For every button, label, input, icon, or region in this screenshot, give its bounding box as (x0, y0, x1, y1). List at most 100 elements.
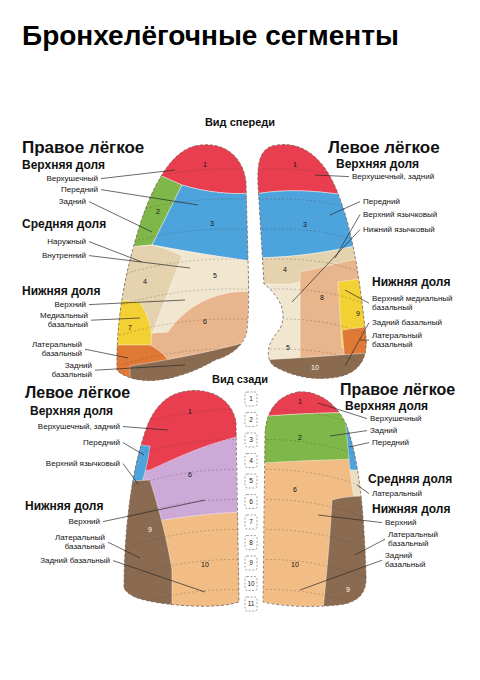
lung-art-shape (245, 556, 257, 570)
callout-number: 7 (249, 518, 253, 525)
leader-line (89, 300, 185, 305)
leader-line (103, 500, 205, 522)
segment-label: Латеральный базальный (20, 340, 82, 358)
leader-line (101, 170, 175, 179)
callout-number: 10 (201, 561, 209, 569)
segment-label: Задний базальный (40, 556, 110, 565)
lung-art-shape (110, 590, 250, 615)
segment-label: Латеральный (372, 489, 422, 498)
segment-label: Задний (59, 197, 86, 206)
segment-label: Верхушечный, задний (352, 172, 434, 181)
segment-label: Латеральный базальный (43, 533, 105, 551)
lung-art-shape (245, 474, 257, 488)
lung-outline (263, 392, 366, 607)
lung-art-shape (100, 319, 260, 342)
leader-line (355, 539, 385, 555)
leader-line (357, 485, 369, 494)
segment-label: Нижний язычковый (363, 225, 435, 234)
callout-number: 10 (311, 364, 319, 372)
section-heading: Средняя доля (368, 473, 452, 487)
leader-line (330, 431, 367, 436)
lung-art-shape (245, 515, 257, 529)
leader-line (113, 561, 205, 592)
segment-label: Медиальный базальный (26, 311, 88, 329)
leader-line (360, 340, 369, 341)
segment-label: Верхний язычковый (46, 459, 120, 468)
lung-art-shape (250, 229, 380, 252)
lung-art-shape (110, 380, 250, 476)
lung-art-shape (110, 500, 250, 525)
callout-number: 10 (247, 580, 254, 587)
callout-number: 9 (148, 526, 152, 534)
segment-label: Верхушечный, задний (38, 422, 120, 431)
right-lung-back (250, 380, 380, 620)
section-heading: Верхняя доля (30, 405, 113, 419)
section-heading: Нижняя доля (372, 276, 450, 290)
page-title: Бронхелёгочные сегменты (22, 20, 399, 52)
segment-label: Верхний язычковый (363, 210, 437, 219)
lung-art-shape (110, 410, 250, 615)
callout-number: 5 (249, 477, 253, 484)
segment-label: Задний базальный (44, 361, 92, 379)
section-heading: Нижняя доля (25, 500, 103, 514)
lung-outline (124, 390, 239, 606)
section-heading: Средняя доля (22, 218, 106, 232)
callout-number: 2 (298, 434, 302, 442)
leader-line (85, 349, 128, 358)
segment-label: Верхушечный (46, 174, 98, 183)
leader-line (123, 427, 168, 430)
lung-art-shape (245, 392, 257, 406)
lung-art-shape (250, 199, 380, 222)
lung-art-shape (110, 560, 250, 585)
callout-number: 11 (248, 600, 255, 607)
segment-label: Задний (370, 426, 397, 435)
leader-line (292, 230, 360, 302)
callout-number: 8 (249, 539, 253, 546)
lung-art-shape (245, 433, 257, 447)
segment-label: Верхний (55, 300, 87, 309)
section-heading: Верхняя доля (22, 159, 105, 173)
section-heading: Вид спереди (205, 116, 275, 129)
callout-number: 8 (320, 294, 324, 302)
lung-art-shape (245, 413, 257, 427)
leader-line (123, 464, 138, 484)
leader-line (315, 175, 349, 177)
lung-art-shape (245, 495, 257, 509)
lung-art-shape (250, 440, 380, 465)
callout-number: 6 (293, 486, 297, 494)
callout-number: 10 (291, 561, 299, 569)
lung-art-shape (250, 470, 380, 495)
lung-art-shape (250, 530, 380, 555)
lung-art-shape (100, 298, 152, 350)
callout-number: 5 (286, 344, 290, 352)
section-heading: Правое лёгкое (22, 138, 144, 158)
callout-number: 3 (249, 436, 253, 443)
callout-number: 3 (210, 220, 214, 228)
callout-number: 1 (188, 408, 192, 416)
section-heading: Верхняя доля (345, 400, 428, 414)
leader-line (108, 542, 140, 558)
lung-art-shape (250, 259, 380, 282)
callout-number: 6 (249, 498, 253, 505)
callout-number: 1 (249, 395, 253, 402)
segment-label: Верхний (69, 517, 101, 526)
lung-art-shape (100, 259, 260, 282)
callout-number: 2 (249, 416, 253, 423)
lung-art-shape (100, 229, 260, 252)
lung-art-shape (250, 560, 380, 585)
section-heading: Верхняя доля (336, 158, 419, 172)
lung-outline (258, 144, 366, 378)
segment-label: Задний базальный (372, 318, 442, 327)
lung-art-shape (250, 410, 380, 615)
callout-number: 9 (356, 310, 360, 318)
segment-label: Передний (372, 438, 409, 447)
section-heading: Левое лёгкое (25, 384, 130, 402)
segment-label: Латеральный базальный (388, 530, 450, 548)
lung-art-shape (245, 536, 257, 550)
segment-label: Верхний медиальный базальный (372, 294, 462, 312)
lung-art-shape (250, 590, 380, 615)
lung-art-shape (110, 530, 250, 555)
callout-number: 6 (203, 318, 207, 326)
segment-label: Верхний (385, 518, 417, 527)
